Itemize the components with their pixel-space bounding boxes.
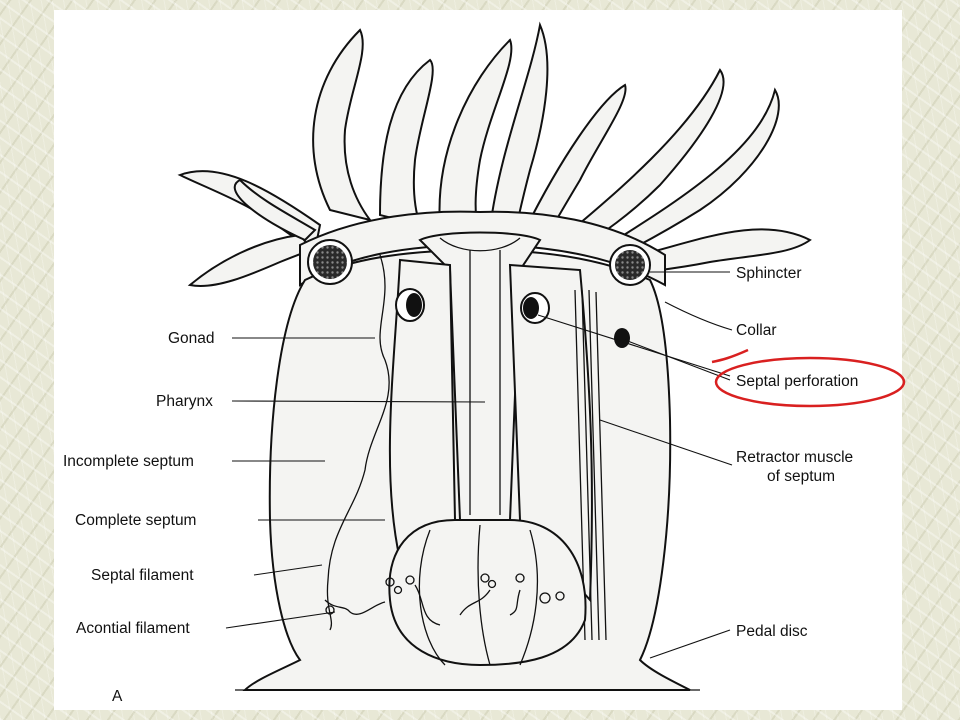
label-complete-septum: Complete septum [75, 512, 196, 529]
retractor-muscle-lines [574, 289, 607, 641]
label-acontial-filament: Acontial filament [76, 620, 190, 637]
oral-disc [299, 210, 666, 287]
label-septal-filament: Septal filament [91, 567, 194, 584]
pharynx-structure [418, 231, 542, 521]
label-gonad: Gonad [168, 330, 215, 347]
label-septal-perforation: Septal perforation [736, 373, 858, 390]
label-incomplete-septum: Incomplete septum [63, 453, 194, 470]
label-retractor-muscle-2: of septum [767, 468, 835, 485]
sphincter-right [609, 244, 651, 286]
label-pedal-disc: Pedal disc [736, 623, 808, 640]
label-sphincter: Sphincter [736, 265, 801, 282]
figure-letter: A [112, 688, 123, 705]
septal-perforations [395, 288, 630, 348]
filaments [324, 573, 565, 626]
red-annotation [711, 348, 906, 408]
label-collar: Collar [736, 322, 776, 339]
incomplete-septum-fold [326, 254, 390, 631]
sphincter-left [307, 239, 353, 285]
label-pharynx: Pharynx [156, 393, 213, 410]
leader-lines [225, 271, 733, 659]
label-retractor-muscle-1: Retractor muscle [736, 449, 853, 466]
